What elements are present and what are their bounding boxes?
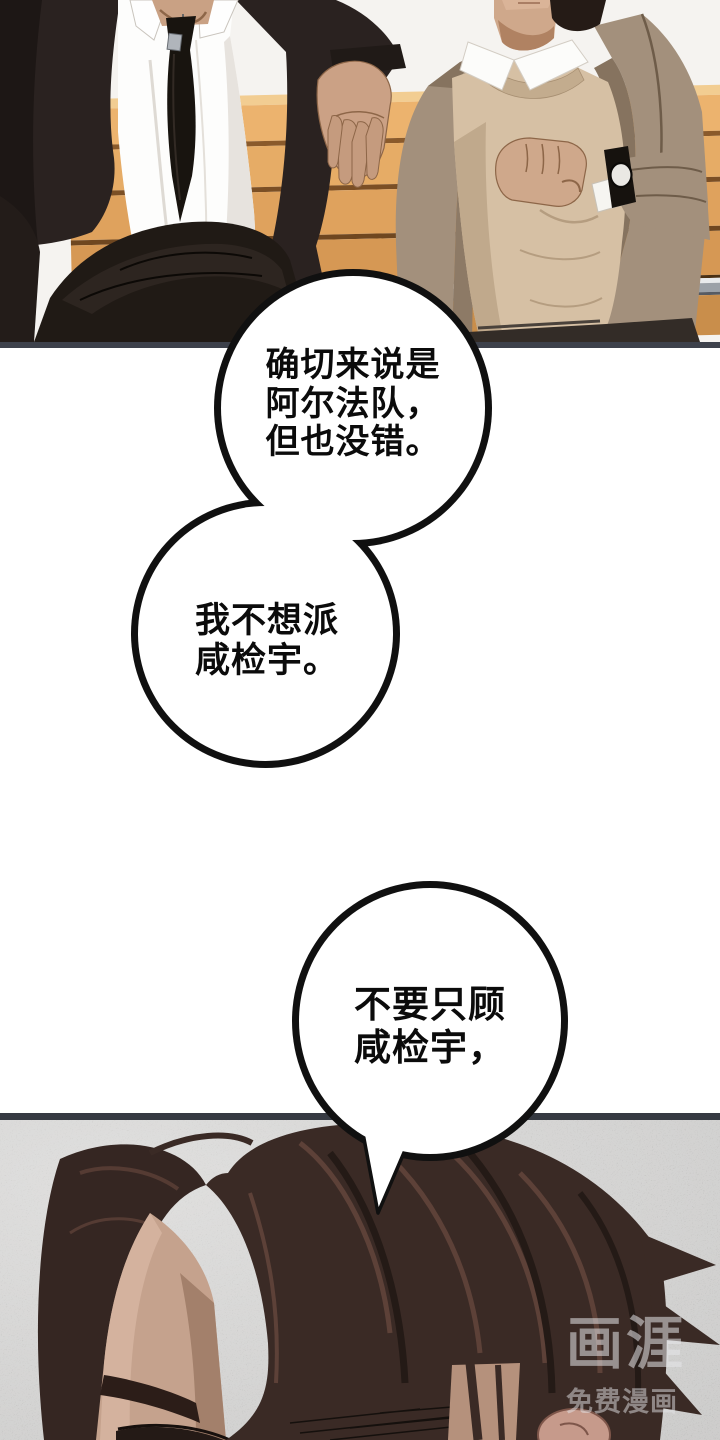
bubble-3-fill <box>299 888 561 1154</box>
face-sliver <box>448 1363 520 1440</box>
bubble-1-line-3: 但也没错。 <box>265 422 441 462</box>
left-man <box>0 0 406 342</box>
left-man-arm <box>0 196 40 342</box>
panel-closeup-scene <box>0 1113 720 1440</box>
panel-bench-scene <box>0 0 720 348</box>
bubble-1-line-1: 确切来说是 <box>265 345 441 385</box>
tie-clip <box>166 32 183 52</box>
right-man-pants <box>462 318 700 342</box>
hair-main <box>206 1122 720 1440</box>
forehead <box>96 1213 231 1440</box>
bubble-2-line-2: 咸检宇。 <box>194 641 339 681</box>
bubble-3-line-2: 咸检宇， <box>354 1026 506 1069</box>
right-man-hair <box>550 0 606 32</box>
bubble-2-line-1: 我不想派 <box>194 601 339 641</box>
bubble-3-line-1: 不要只顾 <box>354 983 506 1026</box>
sweater-collar <box>481 63 585 99</box>
bubble-1-line-2: 阿尔法队， <box>265 383 441 424</box>
watermark: 画涯 免费漫画 <box>566 1314 716 1419</box>
black-tie <box>167 50 196 222</box>
closeup-scene-art <box>0 1113 720 1440</box>
speech-bubble-3-text: 不要只顾 咸检宇， <box>310 983 550 1069</box>
eyelashes <box>116 1426 224 1440</box>
watermark-logo: 画涯 <box>566 1311 686 1377</box>
wristwatch-face <box>609 161 633 189</box>
speech-bubble-1-text: 确切来说是 阿尔法队， 但也没错。 <box>233 346 473 462</box>
bubble-1-fill <box>221 276 485 540</box>
bubble-2-fill <box>138 506 393 761</box>
raised-hand <box>495 137 587 207</box>
shirt-collar-right-man <box>459 41 515 91</box>
eyebrow <box>100 1375 200 1423</box>
hair-crosshatch <box>289 1402 501 1440</box>
speech-bubble-2-text: 我不想派 咸检宇。 <box>147 601 387 681</box>
hand-on-bench <box>316 60 392 188</box>
right-man <box>395 0 710 342</box>
bench-scene-art <box>0 0 720 342</box>
watermark-tagline: 免费漫画 <box>566 1387 678 1418</box>
